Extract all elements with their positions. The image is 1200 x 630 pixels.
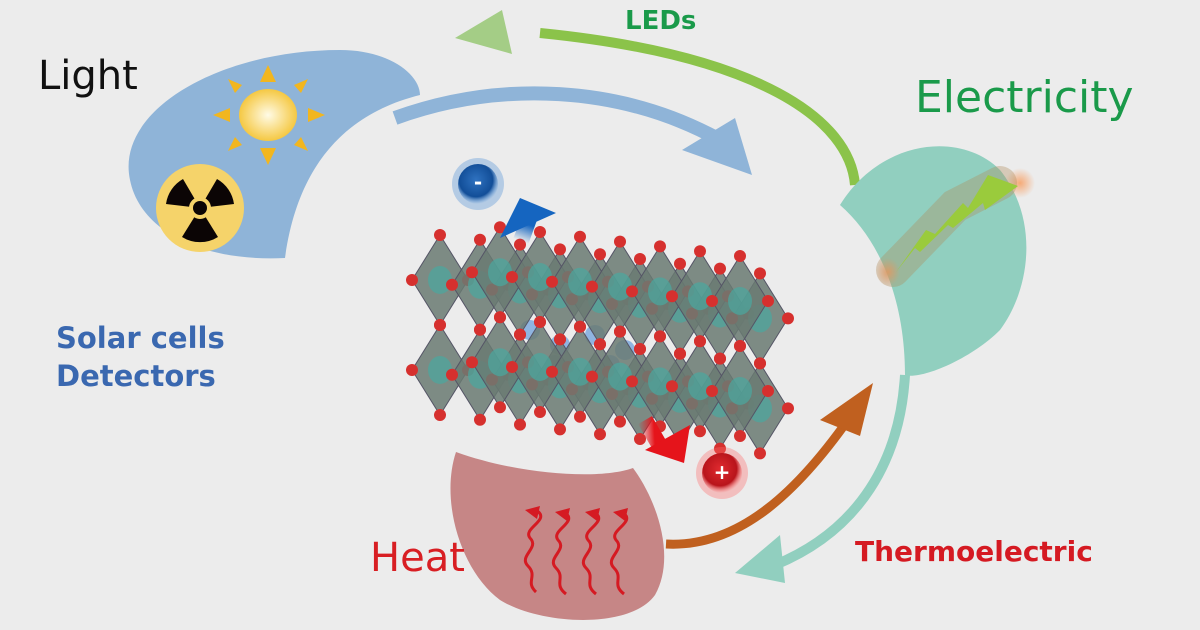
electron-particle [452,158,504,210]
heat-label: Heat [370,535,465,581]
electricity-to-heat-arrow [735,374,910,583]
heat-to-electricity-thermoelectric-arrow [665,383,873,549]
perovskite-crystal-structure [406,221,794,460]
detectors-label: Detectors [56,358,216,393]
thermoelectric-label: Thermoelectric [855,535,1093,568]
electron-sign: - [473,170,483,194]
electricity-blob [840,146,1035,376]
sun-icon [213,65,325,165]
leds-label: LEDs [625,6,697,36]
lightning-bolt-icon [896,175,1018,272]
radiation-icon [156,164,244,252]
electricity-label: Electricity [915,72,1134,123]
light-to-electricity-arrow [392,86,752,175]
hole-particle [696,447,748,499]
hole-sign: + [713,460,731,484]
light-label: Light [38,53,138,99]
electricity-to-light-leds-arrow [455,10,860,186]
electron-arrow [500,198,556,244]
hole-arrow [638,416,690,463]
light-applications: Solar cells Detectors [56,320,225,395]
solar-cells-label: Solar cells [56,321,225,355]
heat-waves-icon [524,506,629,596]
